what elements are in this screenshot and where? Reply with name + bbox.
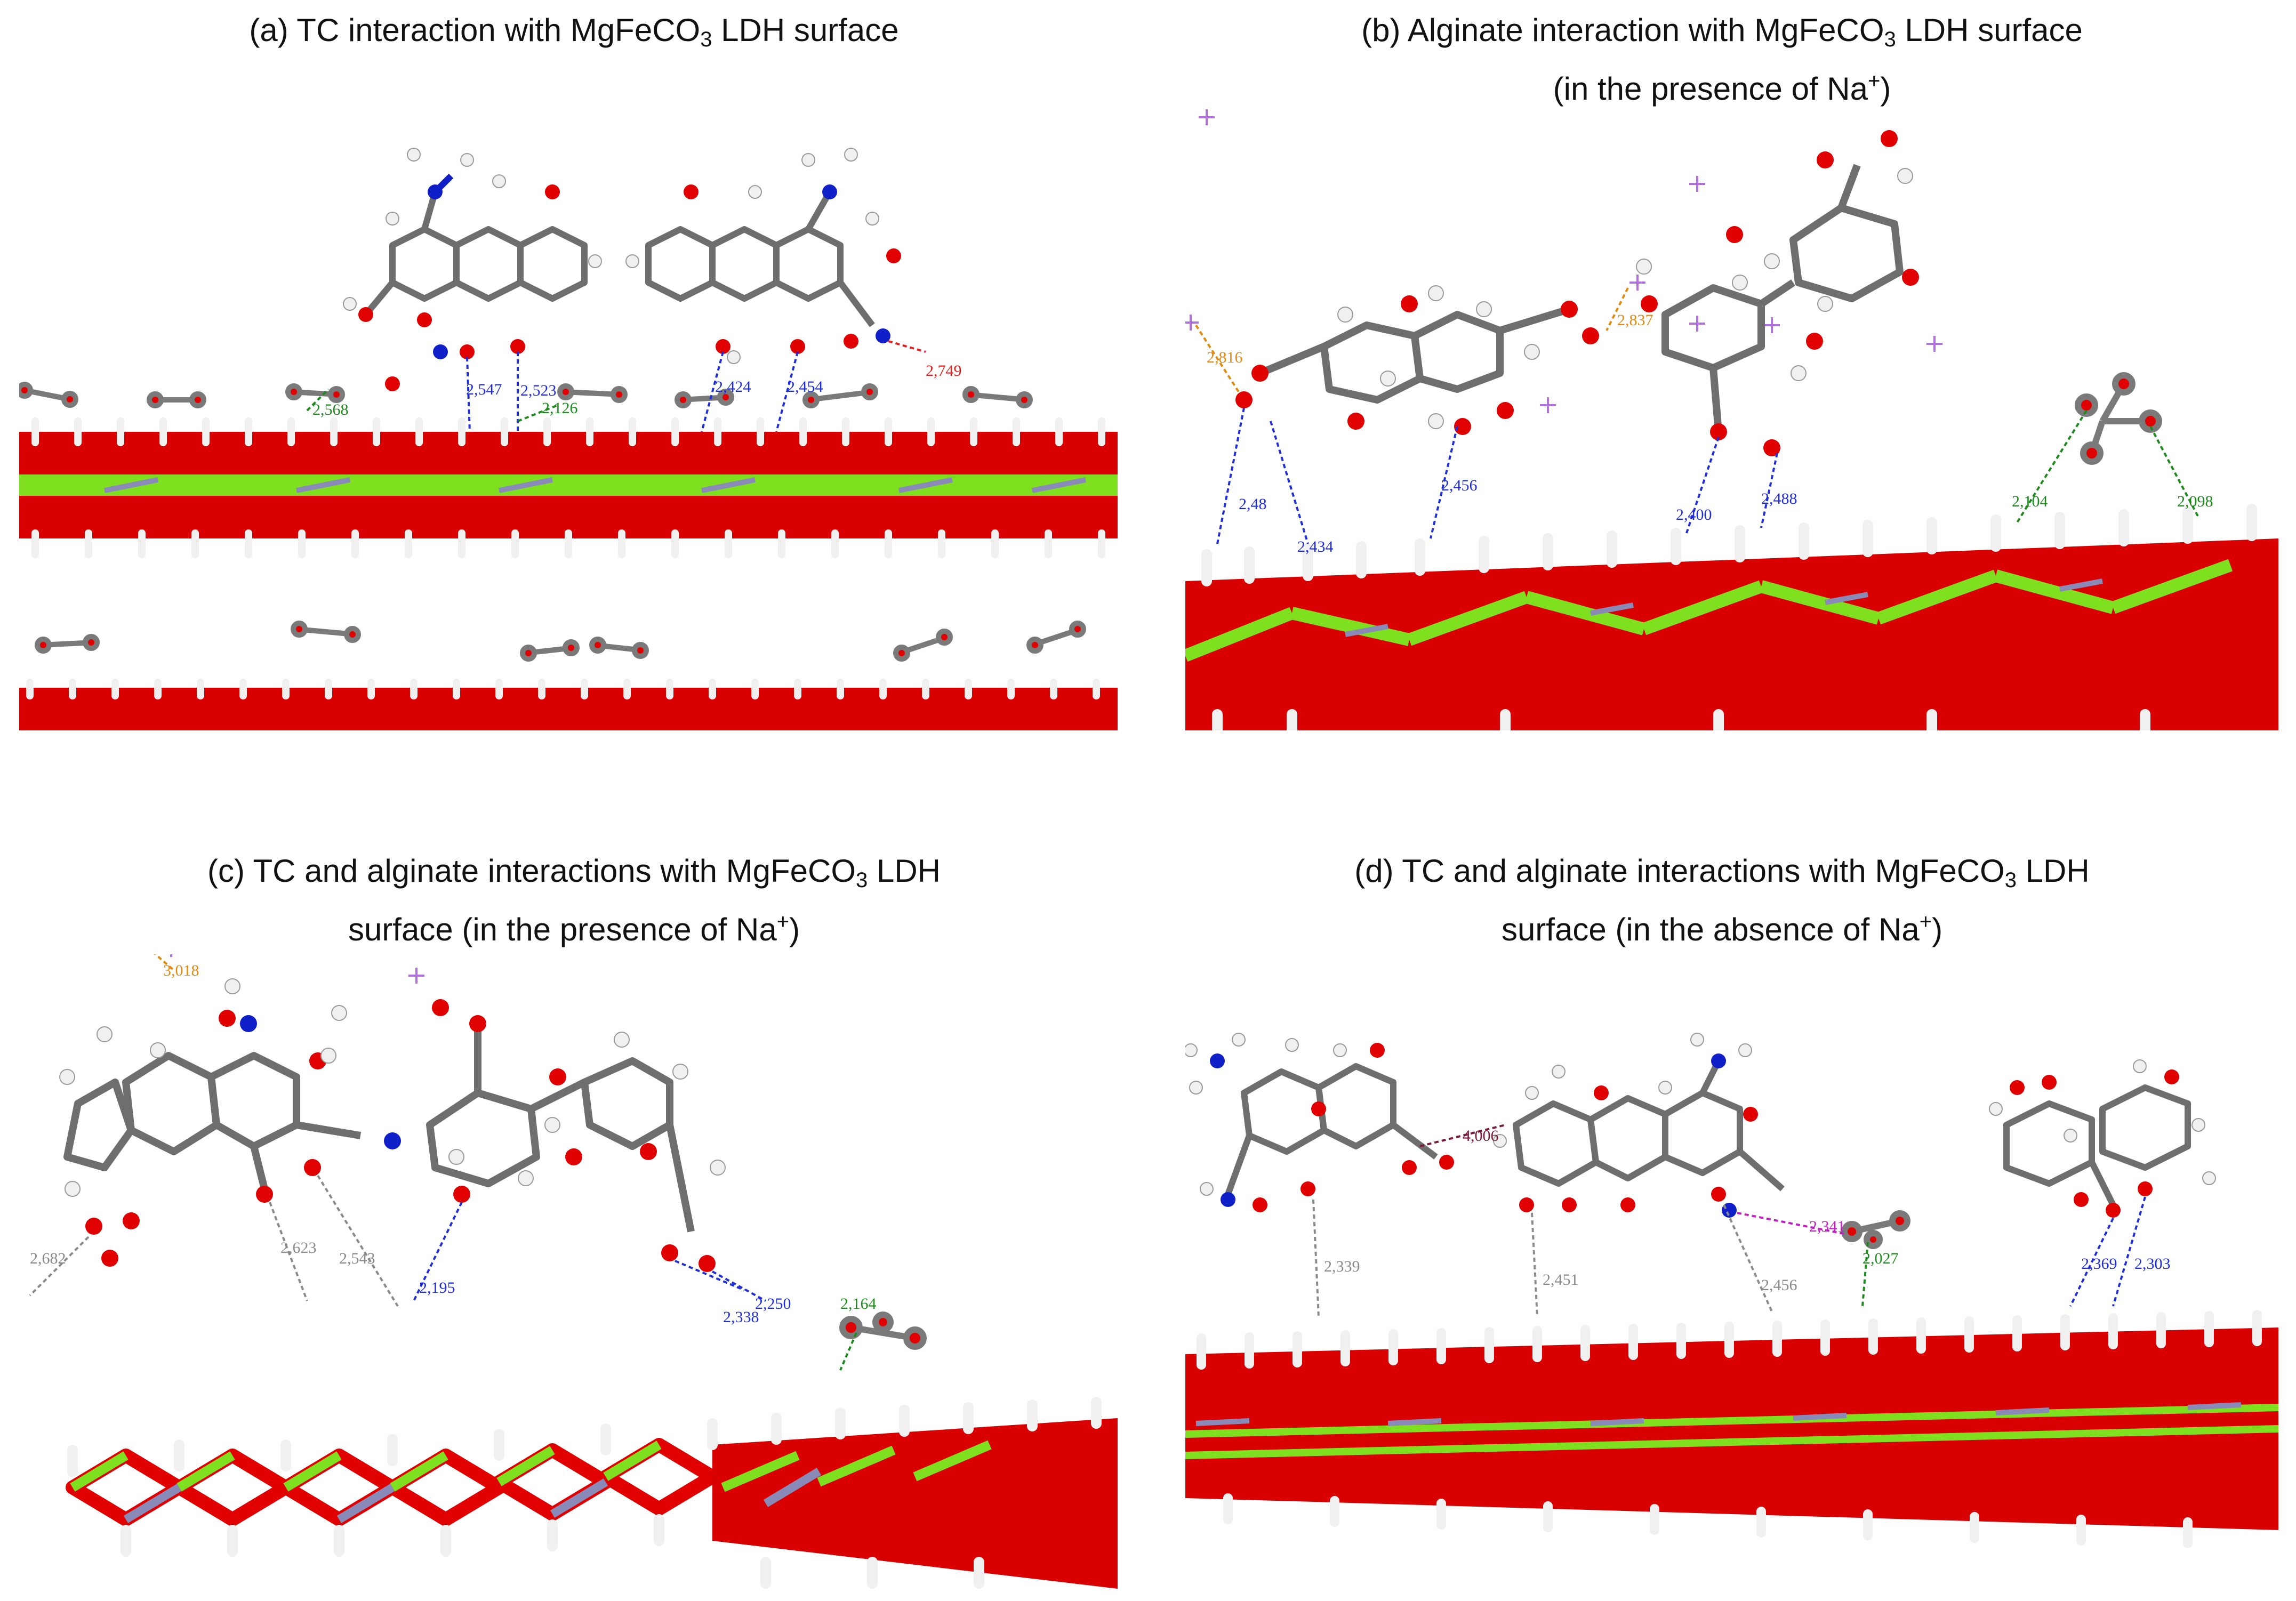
hydrogen-bonds [29, 954, 857, 1371]
carbonate-anions [19, 382, 1086, 662]
distance-label: 2,547 [466, 381, 502, 398]
panel-b-title-sub: 3 [1884, 28, 1896, 51]
panel-d-title-line2: surface (in the absence of Na+) [1501, 910, 1943, 947]
tetracycline-molecule-middle [1493, 1033, 1785, 1218]
panel-d-molecular-scene: 4,006 2,339 2,451 2,456 2,341 2,027 2,36… [1185, 1033, 2278, 1548]
carbonate-anion [2075, 372, 2162, 465]
distance-label: 2,400 [1676, 506, 1712, 524]
alginate-molecule-left [1235, 285, 1599, 435]
distance-label: 2,451 [1543, 1271, 1579, 1289]
distance-label: 2,816 [1207, 349, 1243, 366]
distance-labels: 2,568 2,547 2,523 2,126 2,424 2,454 2,74… [312, 362, 962, 419]
panel-a-molecular-scene: 2,568 2,547 2,523 2,126 2,424 2,454 2,74… [19, 148, 1118, 730]
distance-label: 2,488 [1761, 490, 1797, 508]
hydrogen-bonds [1195, 287, 2199, 544]
panel-a-title-rest: LDH surface [712, 12, 899, 48]
panel-b-molecular-scene: 2,816 2,837 2,48 2,434 2,456 2,400 2,488… [1185, 109, 2278, 730]
panel-c-title-main: (c) TC and alginate interactions with Mg… [207, 853, 856, 889]
distance-labels: 3,018 2,682 2,623 2,543 2,195 2,338 2,25… [30, 962, 877, 1326]
carbonate-anion [1841, 1210, 1910, 1249]
panel-d-title-sub: 3 [2004, 868, 2017, 892]
alginate-molecule [426, 999, 726, 1272]
ldh-layer-lower [19, 679, 1118, 730]
distance-label: 2,339 [1324, 1258, 1360, 1275]
carbonate-anion [839, 1312, 927, 1350]
sodium-ion-markers [170, 954, 424, 984]
hydrogen-bonds [306, 340, 926, 432]
hydrogen-bonds [1312, 1124, 2146, 1317]
alginate-molecule [1989, 1059, 2216, 1218]
distance-label: 2,126 [542, 399, 578, 417]
panel-d-title-rest: LDH [2016, 853, 2090, 889]
distance-label: 2,543 [339, 1250, 375, 1267]
panel-b-title: (b) Alginate interaction with MgFeCO3 LD… [1148, 10, 2296, 110]
distance-label: 2,250 [755, 1295, 791, 1313]
tetracycline-molecule-right [625, 148, 901, 364]
distance-label: 2,456 [1761, 1276, 1797, 1294]
distance-label: 4,006 [1463, 1127, 1499, 1145]
distance-labels: 2,816 2,837 2,48 2,434 2,456 2,400 2,488… [1207, 311, 2213, 556]
panel-b-title-rest: LDH surface [1896, 12, 2083, 48]
distance-label: 2,623 [280, 1239, 317, 1257]
distance-label: 3,018 [163, 962, 199, 979]
distance-label: 2,104 [2012, 493, 2048, 510]
alginate-molecule-right [1636, 130, 1919, 456]
distance-label: 2,164 [840, 1295, 877, 1313]
panel-b: (b) Alginate interaction with MgFeCO3 LD… [1148, 0, 2296, 746]
panel-c-title-rest: LDH [868, 853, 941, 889]
panel-c-title-sub: 3 [856, 868, 868, 892]
distance-label: 2,098 [2177, 493, 2213, 510]
distance-label: 2,195 [419, 1279, 455, 1297]
distance-label: 2,424 [715, 378, 751, 396]
panel-d-title-main: (d) TC and alginate interactions with Mg… [1354, 853, 2005, 889]
panel-c-molecular-scene: 3,018 2,682 2,623 2,543 2,195 2,338 2,25… [19, 954, 1118, 1589]
panel-c-title: (c) TC and alginate interactions with Mg… [0, 850, 1148, 951]
distance-label: 2,682 [30, 1250, 66, 1267]
panel-a-title-sub: 3 [700, 28, 712, 51]
distance-label: 2,48 [1239, 495, 1267, 513]
distance-label: 2,434 [1297, 538, 1334, 556]
panel-c-title-line2: surface (in the presence of Na+) [348, 910, 800, 947]
distance-label: 2,369 [2081, 1255, 2117, 1273]
panel-a-title-main: (a) TC interaction with MgFeCO [249, 12, 701, 48]
panel-b-title-main: (b) Alginate interaction with MgFeCO [1361, 12, 1884, 48]
panel-d-title-line1: (d) TC and alginate interactions with Mg… [1148, 850, 2296, 901]
distance-label: 2,341 [1809, 1218, 1845, 1235]
panel-d: (d) TC and alginate interactions with Mg… [1148, 800, 2296, 1601]
panel-b-title-line1: (b) Alginate interaction with MgFeCO3 LD… [1148, 10, 2296, 60]
panel-c-title-line1: (c) TC and alginate interactions with Mg… [0, 850, 1148, 901]
panel-a-title: (a) TC interaction with MgFeCO3 LDH surf… [0, 10, 1148, 60]
distance-label: 2,568 [312, 401, 349, 419]
sodium-ion-markers [1185, 109, 1942, 413]
tetracycline-molecule-left [343, 148, 602, 391]
ldh-layer [1185, 504, 2278, 730]
distance-label: 2,454 [787, 378, 823, 396]
distance-labels: 4,006 2,339 2,451 2,456 2,341 2,027 2,36… [1324, 1127, 2171, 1294]
distance-label: 2,749 [926, 362, 962, 380]
distance-label: 2,837 [1617, 311, 1653, 329]
distance-label: 2,303 [2134, 1255, 2171, 1273]
ldh-layer [19, 1397, 1118, 1589]
ldh-layer [1185, 1310, 2278, 1548]
ldh-layer-upper [19, 417, 1118, 558]
tetracycline-molecule-left [1185, 1033, 1454, 1212]
tetracycline-molecule [59, 978, 401, 1267]
panel-a: (a) TC interaction with MgFeCO3 LDH surf… [0, 0, 1148, 746]
distance-label: 2,523 [520, 382, 557, 399]
panel-d-title: (d) TC and alginate interactions with Mg… [1148, 850, 2296, 951]
panel-b-title-line2: (in the presence of Na+) [1553, 69, 1891, 107]
distance-label: 2,456 [1441, 477, 1478, 494]
distance-label: 2,338 [723, 1308, 759, 1326]
distance-label: 2,027 [1863, 1250, 1899, 1267]
panel-c: (c) TC and alginate interactions with Mg… [0, 800, 1148, 1601]
